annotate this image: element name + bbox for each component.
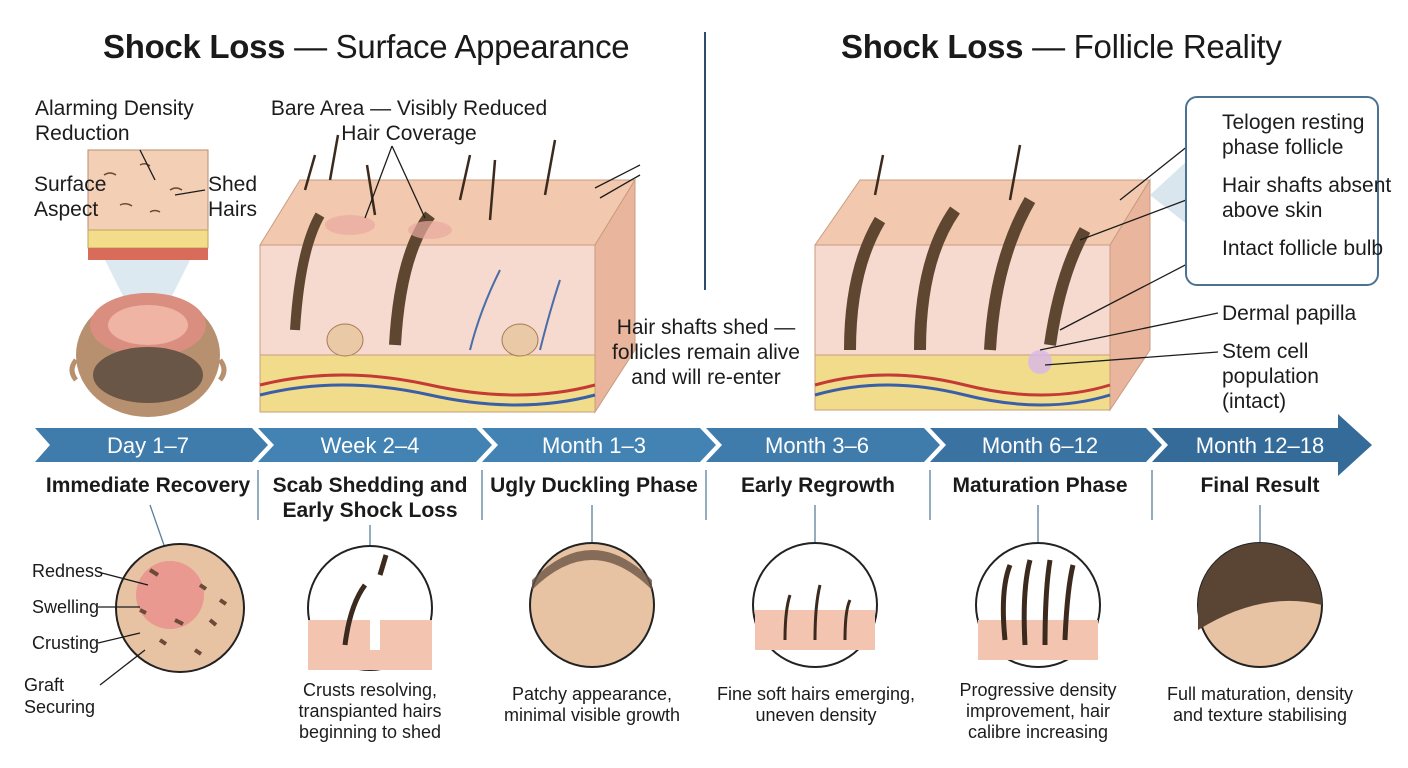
day1-leader-lines — [97, 571, 149, 686]
label-dermal-papilla: Dermal papilla — [1222, 302, 1357, 325]
stage-caption-3: Patchy appearance, minimal visible growt… — [503, 684, 681, 725]
period-label-1: Day 1–7 — [107, 433, 189, 458]
stage-caption-6: Full maturation, density and texture sta… — [1166, 684, 1354, 725]
stage-title-2: Scab Shedding and Early Shock Loss — [272, 474, 468, 522]
left-title-rest: — Surface Appearance — [294, 28, 630, 65]
stage-title-3: Ugly Duckling Phase — [490, 474, 698, 497]
label-shed-hairs: Shed Hairs — [208, 173, 258, 221]
stage-caption-2: Crusts resolving, transpianted hairs beg… — [298, 680, 442, 742]
period-label-5: Month 6–12 — [982, 433, 1098, 458]
right-title-bold: Shock Loss — [841, 28, 1024, 65]
circle-month6 — [975, 542, 1101, 668]
period-label-6: Month 12–18 — [1196, 433, 1324, 458]
stage-title-1: Immediate Recovery — [45, 474, 251, 497]
stage-caption-5: Progressive density improvement, hair ca… — [959, 680, 1117, 742]
circle-month3 — [752, 542, 878, 668]
right-title: Shock Loss — Follicle Reality — [841, 28, 1282, 66]
period-label-3: Month 1–3 — [542, 433, 646, 458]
label-graft-securing: Graft Securing — [24, 675, 96, 717]
center-note: Hair shafts shed — follicles remain aliv… — [612, 316, 800, 389]
circle-month1 — [529, 542, 655, 668]
circle-day1 — [115, 543, 245, 673]
timeline-band — [35, 414, 1372, 476]
label-shafts-absent: Hair shafts absent above skin — [1222, 174, 1392, 222]
left-leader-lines — [139, 145, 641, 219]
label-stem-cell: Stem cell population (intact) — [1222, 340, 1319, 413]
panel-divider — [704, 32, 706, 290]
right-title-rest: — Follicle Reality — [1032, 28, 1282, 65]
timeline-connectors — [149, 470, 1261, 549]
left-title-bold: Shock Loss — [103, 28, 286, 65]
stage-title-4: Early Regrowth — [740, 474, 896, 497]
right-skin-cross-section — [814, 144, 1188, 412]
label-surface-aspect: Surface Aspect — [34, 173, 107, 221]
skin-sample-illustration — [87, 149, 209, 300]
left-skin-cross-section — [259, 134, 636, 414]
stage-title-6: Final Result — [1200, 474, 1320, 497]
label-density-reduction: Alarming Density Reduction — [35, 97, 194, 145]
period-label-4: Month 3–6 — [765, 433, 869, 458]
head-top-illustration — [69, 293, 227, 417]
label-redness: Redness — [32, 561, 104, 581]
stage-title-5: Maturation Phase — [952, 474, 1128, 497]
circle-week2 — [307, 545, 433, 671]
circle-month12 — [1197, 542, 1323, 668]
info-box — [1185, 96, 1379, 286]
label-swelling: Swelling — [32, 597, 100, 617]
label-crusting: Crusting — [32, 633, 100, 653]
label-intact-bulb: Intact follicle bulb — [1222, 237, 1384, 260]
label-bare-area: Bare Area — Visibly Reduced Hair Coverag… — [270, 97, 548, 145]
period-label-2: Week 2–4 — [321, 433, 420, 458]
label-telogen: Telogen resting phase follicle — [1222, 111, 1365, 159]
left-title: Shock Loss — Surface Appearance — [103, 28, 630, 66]
stage-caption-4: Fine soft hairs emerging, uneven density — [716, 684, 916, 725]
